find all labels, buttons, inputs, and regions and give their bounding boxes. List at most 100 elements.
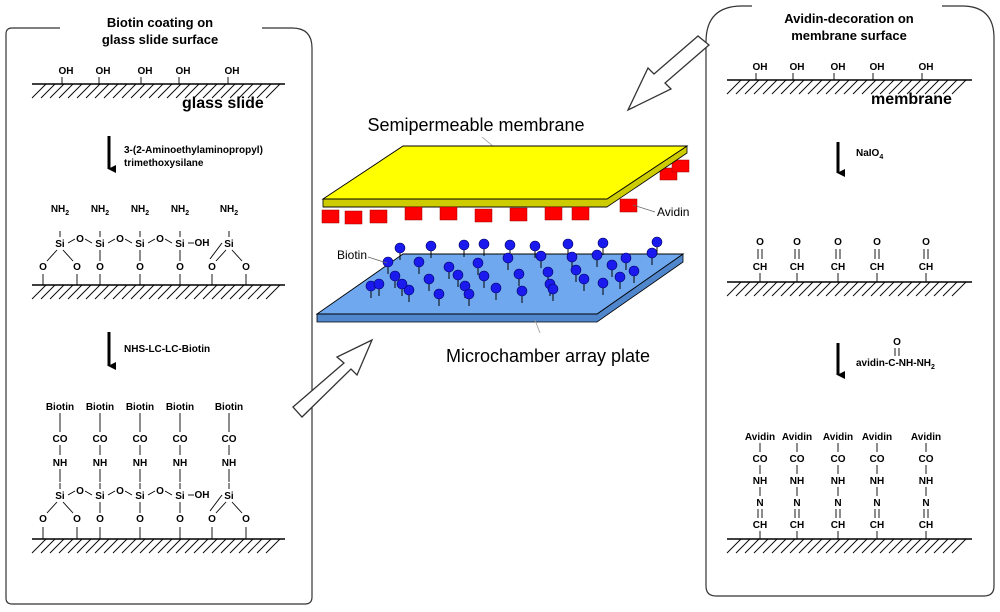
amine-label: NH2 xyxy=(131,204,149,217)
biotin-label: Biotin xyxy=(166,402,194,413)
biotin-pointer xyxy=(367,256,388,264)
hatch-line xyxy=(265,538,281,554)
biotin-pin xyxy=(504,239,516,251)
hatch-line xyxy=(888,79,904,95)
avidin-block xyxy=(344,210,363,225)
bond xyxy=(231,249,243,262)
hatch-line xyxy=(49,83,65,99)
hatch-line xyxy=(130,284,146,300)
biotin-pin xyxy=(614,271,626,283)
hatch-line xyxy=(861,79,877,95)
hatch-line xyxy=(933,79,949,95)
avidin-hydrazone-structure: AvidinCONHNCHAvidinCONHNCHAvidinCONHNCHA… xyxy=(745,432,941,539)
hatch-line xyxy=(67,284,83,300)
hatch-line xyxy=(256,538,272,554)
biotin-pin xyxy=(513,268,525,280)
amine-text: NH xyxy=(51,204,65,215)
avidin-blocks xyxy=(321,198,638,225)
bond xyxy=(209,494,223,512)
glass-hatch xyxy=(31,83,281,99)
silicon-label: Si xyxy=(135,239,145,250)
membrane-label: membrane xyxy=(871,91,952,108)
hatch-line xyxy=(924,281,940,297)
amide-label: NH xyxy=(222,458,236,469)
aldehyde-ch: CH xyxy=(753,262,767,273)
hatch-line xyxy=(798,79,814,95)
bond xyxy=(164,490,173,496)
avidin-block xyxy=(619,198,638,213)
hydroxyl-label: OH xyxy=(790,62,805,73)
hatch-line xyxy=(229,538,245,554)
hatch-line xyxy=(58,284,74,300)
hatch-line xyxy=(94,284,110,300)
hatch-line xyxy=(843,79,859,95)
biotin-pin xyxy=(566,251,578,263)
silicon-label: Si xyxy=(175,491,185,502)
hatch-line xyxy=(879,538,895,554)
hatch-line xyxy=(771,79,787,95)
aldehyde-oxygen: O xyxy=(922,237,930,248)
biotin-pin xyxy=(463,288,475,300)
hatch-line xyxy=(735,79,751,95)
biotin-pin xyxy=(542,266,554,278)
hatch-line xyxy=(780,79,796,95)
hatch-line xyxy=(85,83,101,99)
hatch-line xyxy=(229,83,245,99)
hatch-line xyxy=(942,281,958,297)
biotin-pin xyxy=(591,249,603,261)
left-title-line2: glass slide surface xyxy=(102,32,218,47)
aldehyde-oxygen: O xyxy=(793,237,801,248)
hatch-line xyxy=(726,538,742,554)
hatch-line xyxy=(58,538,74,554)
biotin-pin xyxy=(423,273,435,285)
hatch-line xyxy=(67,538,83,554)
avidin-block xyxy=(509,207,528,222)
hatch-line xyxy=(103,284,119,300)
hatch-line xyxy=(888,538,904,554)
amine-text: NH xyxy=(220,204,234,215)
biotin-pin xyxy=(628,265,640,277)
amine-label: NH2 xyxy=(51,204,69,217)
hatch-line xyxy=(924,79,940,95)
step1-reagent-line2: trimethoxysilane xyxy=(124,158,204,169)
hatch-line xyxy=(789,79,805,95)
silicon-label: Si xyxy=(95,239,105,250)
hatch-line xyxy=(879,79,895,95)
hatch-line xyxy=(193,538,209,554)
hatch-line xyxy=(861,538,877,554)
hatch-line xyxy=(112,538,128,554)
biotin-pin xyxy=(578,273,590,285)
avidin-pointer xyxy=(632,204,656,213)
hatch-line xyxy=(798,281,814,297)
left-title-line1: Biotin coating on xyxy=(107,15,213,30)
hatch-line xyxy=(76,538,92,554)
hatch-line xyxy=(112,83,128,99)
hollow-arrow-to-membrane xyxy=(626,35,711,112)
hatch-line xyxy=(951,281,967,297)
hatch-line xyxy=(762,538,778,554)
aldehyde-ch: CH xyxy=(831,262,845,273)
biotin-pin xyxy=(433,288,445,300)
hatch-line xyxy=(184,83,200,99)
amine-text: NH xyxy=(171,204,185,215)
amine-label: NH2 xyxy=(91,204,109,217)
left-panel-border xyxy=(5,27,313,605)
oxygen-label: O xyxy=(176,262,184,273)
oxygen-label: O xyxy=(39,514,47,525)
hatch-line xyxy=(193,284,209,300)
hatch-line xyxy=(175,538,191,554)
hatch-line xyxy=(816,79,832,95)
avidin-block xyxy=(544,206,563,221)
biotin-pin xyxy=(562,238,574,250)
biotin-pin xyxy=(502,252,514,264)
avidin-block xyxy=(474,208,493,223)
biotin-pin xyxy=(425,240,437,252)
hatch-line xyxy=(184,284,200,300)
bond xyxy=(67,238,76,244)
membrane-surface-1: membrane xyxy=(726,79,972,108)
hatch-line xyxy=(798,538,814,554)
silicon-label: Si xyxy=(175,239,185,250)
biotin-pin xyxy=(547,283,559,295)
